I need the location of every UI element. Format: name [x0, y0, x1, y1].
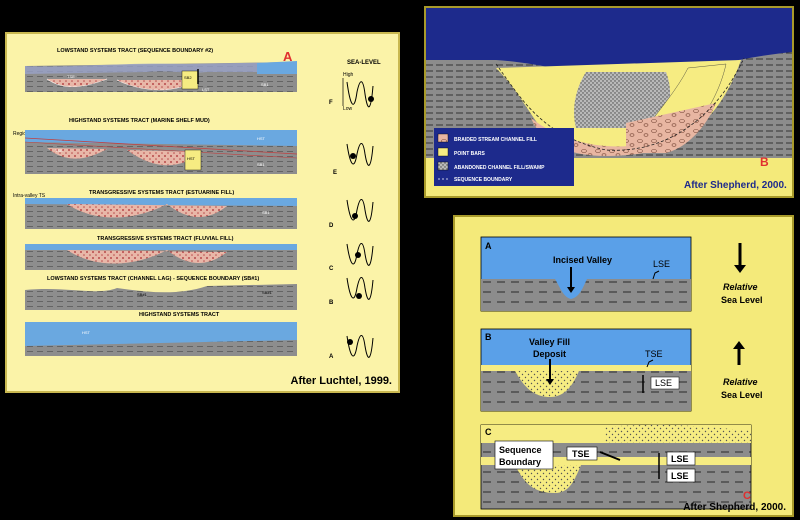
sub-b-relative: Relative — [723, 377, 758, 387]
svg-text:POINT BARS: POINT BARS — [454, 151, 486, 157]
panel-a-letter: A — [283, 49, 293, 64]
panel-a-credit: After Luchtel, 1999. — [290, 375, 392, 387]
sub-b-sea-level: Sea Level — [721, 390, 763, 400]
sub-b-letter: B — [485, 332, 492, 342]
sub-c-tse: TSE — [572, 449, 590, 459]
stage-a-letter: A — [329, 354, 334, 360]
boundary-label: Boundary — [499, 457, 541, 467]
sequence-label: Sequence — [499, 445, 542, 455]
svg-text:BRAIDED STREAM CHANNEL FILL: BRAIDED STREAM CHANNEL FILL — [454, 137, 537, 143]
svg-text:ABANDONED CHANNEL FILL/SWAMP: ABANDONED CHANNEL FILL/SWAMP — [454, 165, 545, 171]
stage-e-title: HIGHSTAND SYSTEMS TRACT (MARINE SHELF MU… — [69, 118, 210, 124]
svg-text:SB1: SB1 — [257, 162, 265, 167]
stage-e-letter: E — [333, 170, 337, 176]
deposit-label: Deposit — [533, 349, 566, 359]
svg-text:SB1: SB1 — [261, 82, 269, 87]
sub-c-lse-2: LSE — [671, 471, 689, 481]
valley-fill-label: Valley Fill — [529, 337, 570, 347]
svg-text:SB1: SB1 — [262, 210, 270, 215]
svg-text:SB2: SB2 — [184, 75, 192, 80]
incised-valley-label: Incised Valley — [553, 255, 612, 265]
intra-valley-label: Intra-valley TS — [13, 193, 46, 199]
svg-text:HST: HST — [82, 330, 91, 335]
stage-c-title: TRANSGRESSIVE SYSTEMS TRACT (FLUVIAL FIL… — [97, 236, 234, 242]
svg-text:TSE: TSE — [55, 148, 63, 153]
stage-b-letter: B — [329, 300, 334, 306]
sea-level-title: SEA-LEVEL — [347, 60, 381, 66]
svg-text:SB#1: SB#1 — [262, 290, 273, 295]
panel-b-diagram: BRAIDED STREAM CHANNEL FILL POINT BARS A… — [426, 8, 792, 196]
stage-a-row: HIGHSTAND SYSTEMS TRACT HST A — [25, 312, 374, 360]
panel-b-valley-fill: BRAIDED STREAM CHANNEL FILL POINT BARS A… — [424, 6, 794, 198]
sub-c-lse-1: LSE — [671, 454, 689, 464]
sub-a-lse: LSE — [653, 259, 670, 269]
stage-c-letter: C — [329, 266, 334, 272]
stage-d-title: TRANSGRESSIVE SYSTEMS TRACT (ESTUARINE F… — [89, 190, 234, 196]
stage-a-title: HIGHSTAND SYSTEMS TRACT — [139, 312, 220, 318]
sub-b-lse: LSE — [655, 378, 672, 388]
panel-b-credit: After Shepherd, 2000. — [684, 180, 787, 191]
sub-b-valley-fill: B Valley Fill Deposit TSE LSE Relative S… — [480, 328, 763, 412]
stage-b-title: LOWSTAND SYSTEMS TRACT (CHANNEL LAG) - S… — [47, 276, 259, 282]
svg-text:LST: LST — [202, 87, 210, 92]
sub-a-relative: Relative — [723, 282, 758, 292]
stage-f-letter: F — [329, 100, 333, 106]
stage-f-row: LOWSTAND SYSTEMS TRACT (SEQUENCE BOUNDAR… — [25, 48, 374, 108]
sub-b-tse: TSE — [645, 349, 663, 359]
svg-text:SB#1: SB#1 — [137, 292, 148, 297]
svg-text:HST: HST — [257, 136, 266, 141]
sub-a-incised-valley: A Incised Valley LSE Relative Sea Level — [480, 236, 763, 312]
sea-level-low: Low — [343, 106, 353, 112]
stage-d-row: TRANSGRESSIVE SYSTEMS TRACT (ESTUARINE F… — [13, 190, 374, 229]
svg-text:TSE: TSE — [67, 74, 75, 79]
panel-a-sequence-stages: A SEA-LEVEL High Low LOWSTAND SYSTEMS TR… — [5, 32, 400, 393]
stage-c-row: TRANSGRESSIVE SYSTEMS TRACT (FLUVIAL FIL… — [25, 236, 374, 272]
panel-b-letter: B — [760, 155, 769, 169]
sub-c-sequence-boundary: C Sequence Boundary TSE LSE LSE — [480, 424, 752, 510]
sea-level-high: High — [343, 72, 354, 78]
sub-a-letter: A — [485, 241, 492, 251]
stage-e-row: HIGHSTAND SYSTEMS TRACT (MARINE SHELF MU… — [13, 118, 374, 176]
panel-c-sea-level-response: A Incised Valley LSE Relative Sea Level … — [453, 215, 794, 517]
svg-text:HST: HST — [187, 156, 196, 161]
panel-a-diagram: A SEA-LEVEL High Low LOWSTAND SYSTEMS TR… — [13, 48, 381, 360]
sub-c-letter: C — [485, 427, 492, 437]
svg-text:SEQUENCE BOUNDARY: SEQUENCE BOUNDARY — [454, 177, 513, 183]
panel-c-credit: After Shepherd, 2000. — [683, 502, 786, 513]
stage-f-title: LOWSTAND SYSTEMS TRACT (SEQUENCE BOUNDAR… — [57, 48, 213, 54]
panel-c-diagram: A Incised Valley LSE Relative Sea Level … — [480, 236, 763, 510]
sub-a-sea-level: Sea Level — [721, 295, 763, 305]
stage-b-row: LOWSTAND SYSTEMS TRACT (CHANNEL LAG) - S… — [25, 276, 374, 310]
panel-c-letter: C — [743, 490, 751, 502]
stage-d-letter: D — [329, 223, 334, 229]
